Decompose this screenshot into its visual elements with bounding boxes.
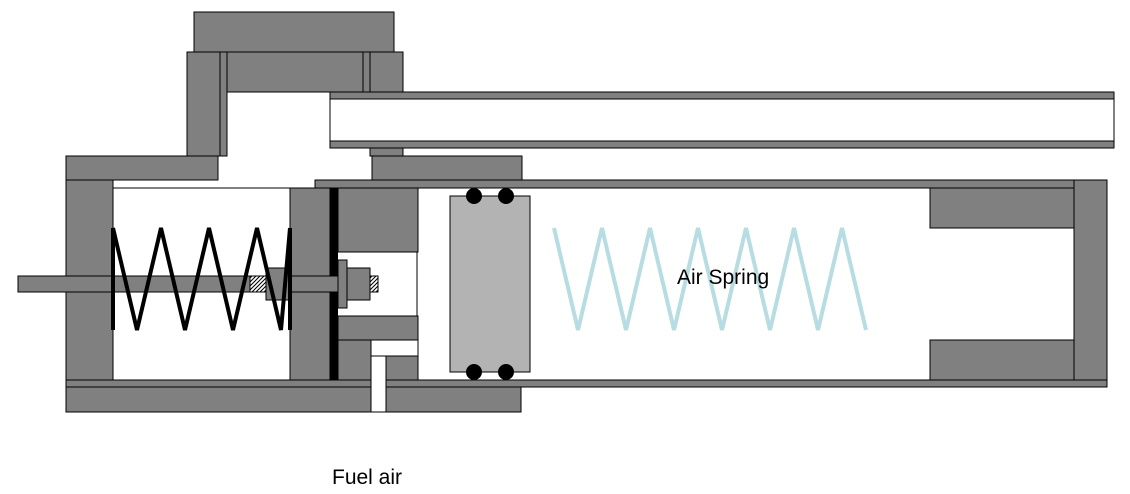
exhaust-tube-top-wall — [329, 91, 1115, 100]
cylinder-bottom-rim — [65, 379, 1108, 388]
fuel-air-inlet-branch — [370, 339, 419, 357]
supply-column-top-bar — [226, 51, 364, 93]
cylinder-bottom-wall-left — [65, 386, 372, 413]
piston-seal-bottom-right — [498, 364, 514, 380]
fuel-air-label: Fuel air — [332, 466, 403, 489]
valve-housing-bottom-right — [385, 355, 419, 381]
cylinder-top-wall-left — [65, 155, 219, 181]
rod-nut — [337, 259, 348, 309]
air-spring-label: Air Spring — [677, 266, 770, 289]
cylinder-right-end-wall — [1073, 179, 1108, 388]
valve-housing-lower — [337, 315, 419, 341]
supply-column-lower-post — [369, 147, 404, 157]
piston-seal-top-left — [466, 188, 482, 204]
rod-thread-left — [249, 275, 267, 293]
exhaust-tube-bottom-wall — [329, 140, 1115, 149]
top-cap-block — [193, 11, 395, 53]
piston — [449, 195, 531, 373]
piston-seal-top-right — [498, 188, 514, 204]
supply-column-right-wall — [369, 51, 404, 93]
return-spring — [111, 227, 292, 331]
piston-seal-bottom-left — [466, 364, 482, 380]
exhaust-tube-bore — [329, 98, 1115, 142]
lower-stop-block — [929, 339, 1075, 381]
cylinder-bottom-wall-right — [385, 386, 522, 413]
valve-housing-bottom-left — [337, 339, 372, 381]
supply-column-left-wall — [186, 51, 221, 157]
upper-stop-block — [929, 187, 1075, 229]
valve-housing-upper — [337, 187, 419, 253]
supply-column-inner-strip — [219, 51, 228, 157]
supply-column-right-strip — [362, 51, 371, 93]
rod-thread-right — [369, 275, 379, 293]
rod-end-block — [346, 267, 371, 301]
cylinder-top-rim — [314, 179, 1108, 189]
cylinder-top-wall-mid — [371, 155, 523, 181]
air-spring-coil — [552, 227, 868, 331]
